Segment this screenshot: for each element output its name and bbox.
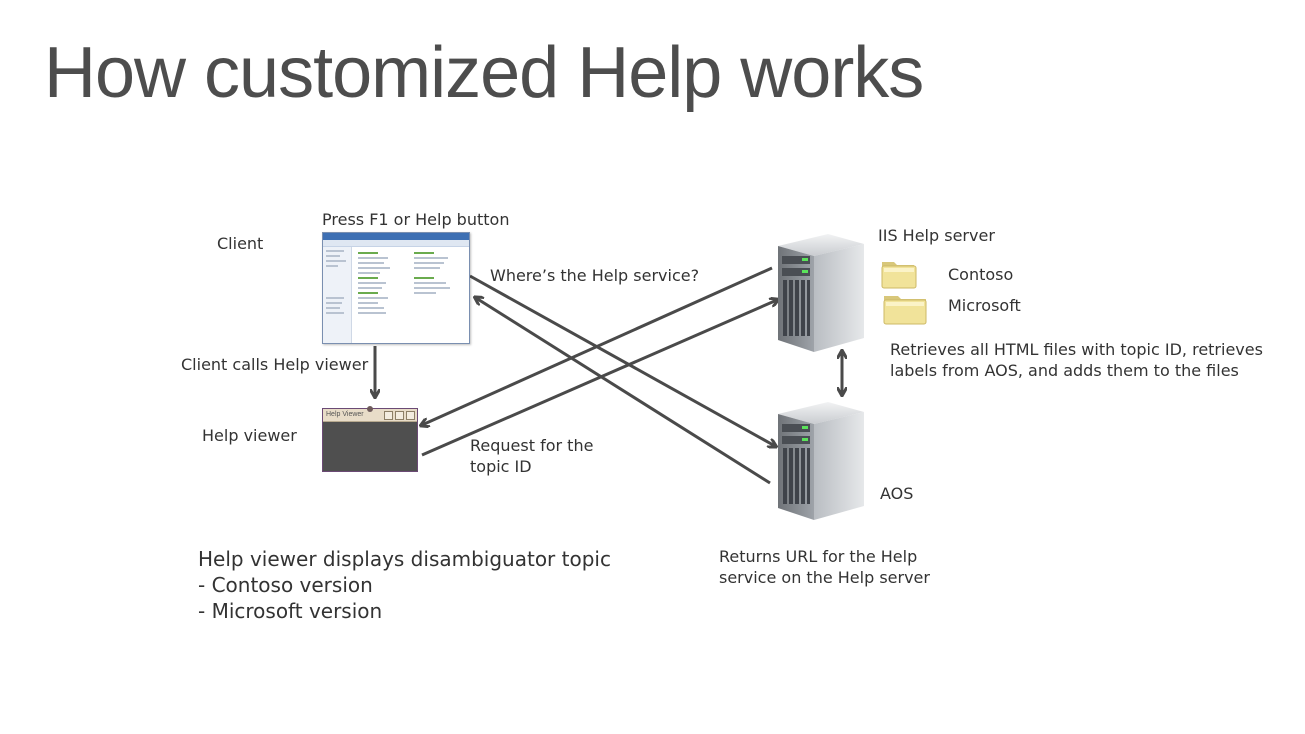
client-label: Client	[217, 234, 264, 253]
arrow-iis-to-viewer	[422, 266, 773, 425]
summary-block: Help viewer displays disambiguator topic…	[198, 546, 611, 624]
help-viewer-label: Help viewer	[202, 426, 297, 445]
folder-icon	[883, 296, 927, 325]
retrieves-label: Retrieves all HTML files with topic ID, …	[890, 340, 1263, 380]
summary-line-1: Help viewer displays disambiguator topic	[198, 547, 611, 571]
summary-line-3: - Microsoft version	[198, 599, 383, 623]
client-calls-label: Client calls Help viewer	[181, 355, 369, 374]
folder-icon	[881, 262, 917, 289]
press-f1-label: Press F1 or Help button	[322, 210, 510, 229]
arrow-aos-to-client	[476, 298, 771, 485]
summary-line-2: - Contoso version	[198, 573, 373, 597]
microsoft-folder-label: Microsoft	[948, 296, 1021, 315]
help-viewer-window-title: Help Viewer	[326, 411, 364, 418]
request-topic-label: Request for the topic ID	[470, 436, 594, 476]
aos-label: AOS	[880, 484, 914, 503]
client-window-icon	[322, 232, 470, 344]
contoso-folder-label: Contoso	[948, 265, 1014, 284]
help-viewer-window-icon: Help Viewer	[322, 406, 418, 472]
aos-server-icon	[778, 402, 864, 520]
iis-server-icon	[778, 234, 864, 352]
slide-title: How customized Help works	[44, 33, 924, 113]
arrow-client-to-aos	[469, 274, 775, 446]
iis-server-label: IIS Help server	[878, 226, 995, 245]
wheres-help-label: Where’s the Help service?	[490, 266, 700, 285]
arrow-viewer-to-iis	[421, 300, 777, 457]
returns-url-label: Returns URL for the Help service on the …	[719, 547, 930, 587]
